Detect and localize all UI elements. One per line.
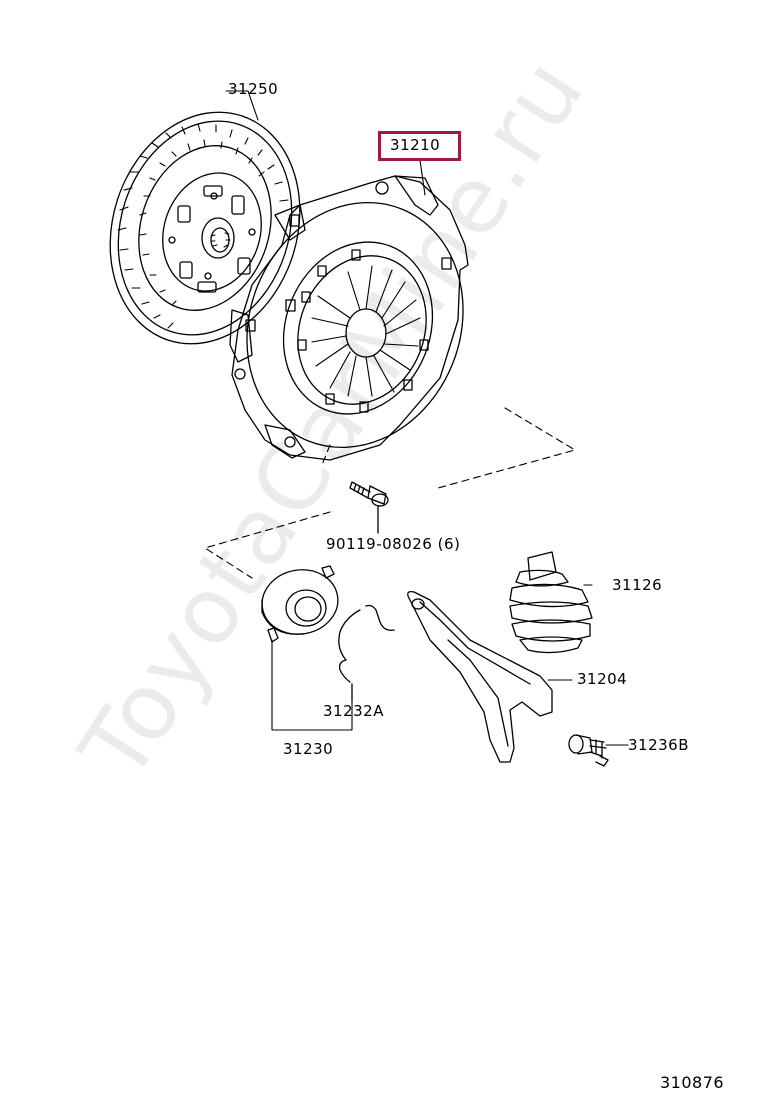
label-31230[interactable]: 31230 xyxy=(283,740,334,758)
label-31204[interactable]: 31204 xyxy=(577,670,628,688)
boot xyxy=(509,551,593,654)
highlight-box xyxy=(378,131,461,161)
clutch-disc xyxy=(109,111,301,345)
dashed-assembly-lines xyxy=(204,407,576,579)
bolt xyxy=(349,481,389,534)
label-31236b[interactable]: 31236B xyxy=(628,736,690,754)
label-90119-08026[interactable]: 90119-08026 (6) xyxy=(326,535,461,553)
bearing-clip xyxy=(338,604,395,701)
release-bearing xyxy=(261,565,339,643)
label-31126[interactable]: 31126 xyxy=(612,576,663,594)
diagram-id: 310876 xyxy=(660,1073,725,1092)
clutch-cover xyxy=(229,175,469,461)
label-31232a[interactable]: 31232A xyxy=(323,702,384,720)
label-31250[interactable]: 31250 xyxy=(228,80,279,98)
leader-lines xyxy=(225,90,629,746)
fork-support xyxy=(568,734,609,767)
release-fork xyxy=(407,591,553,763)
label-31210[interactable]: 31210 xyxy=(390,136,441,154)
